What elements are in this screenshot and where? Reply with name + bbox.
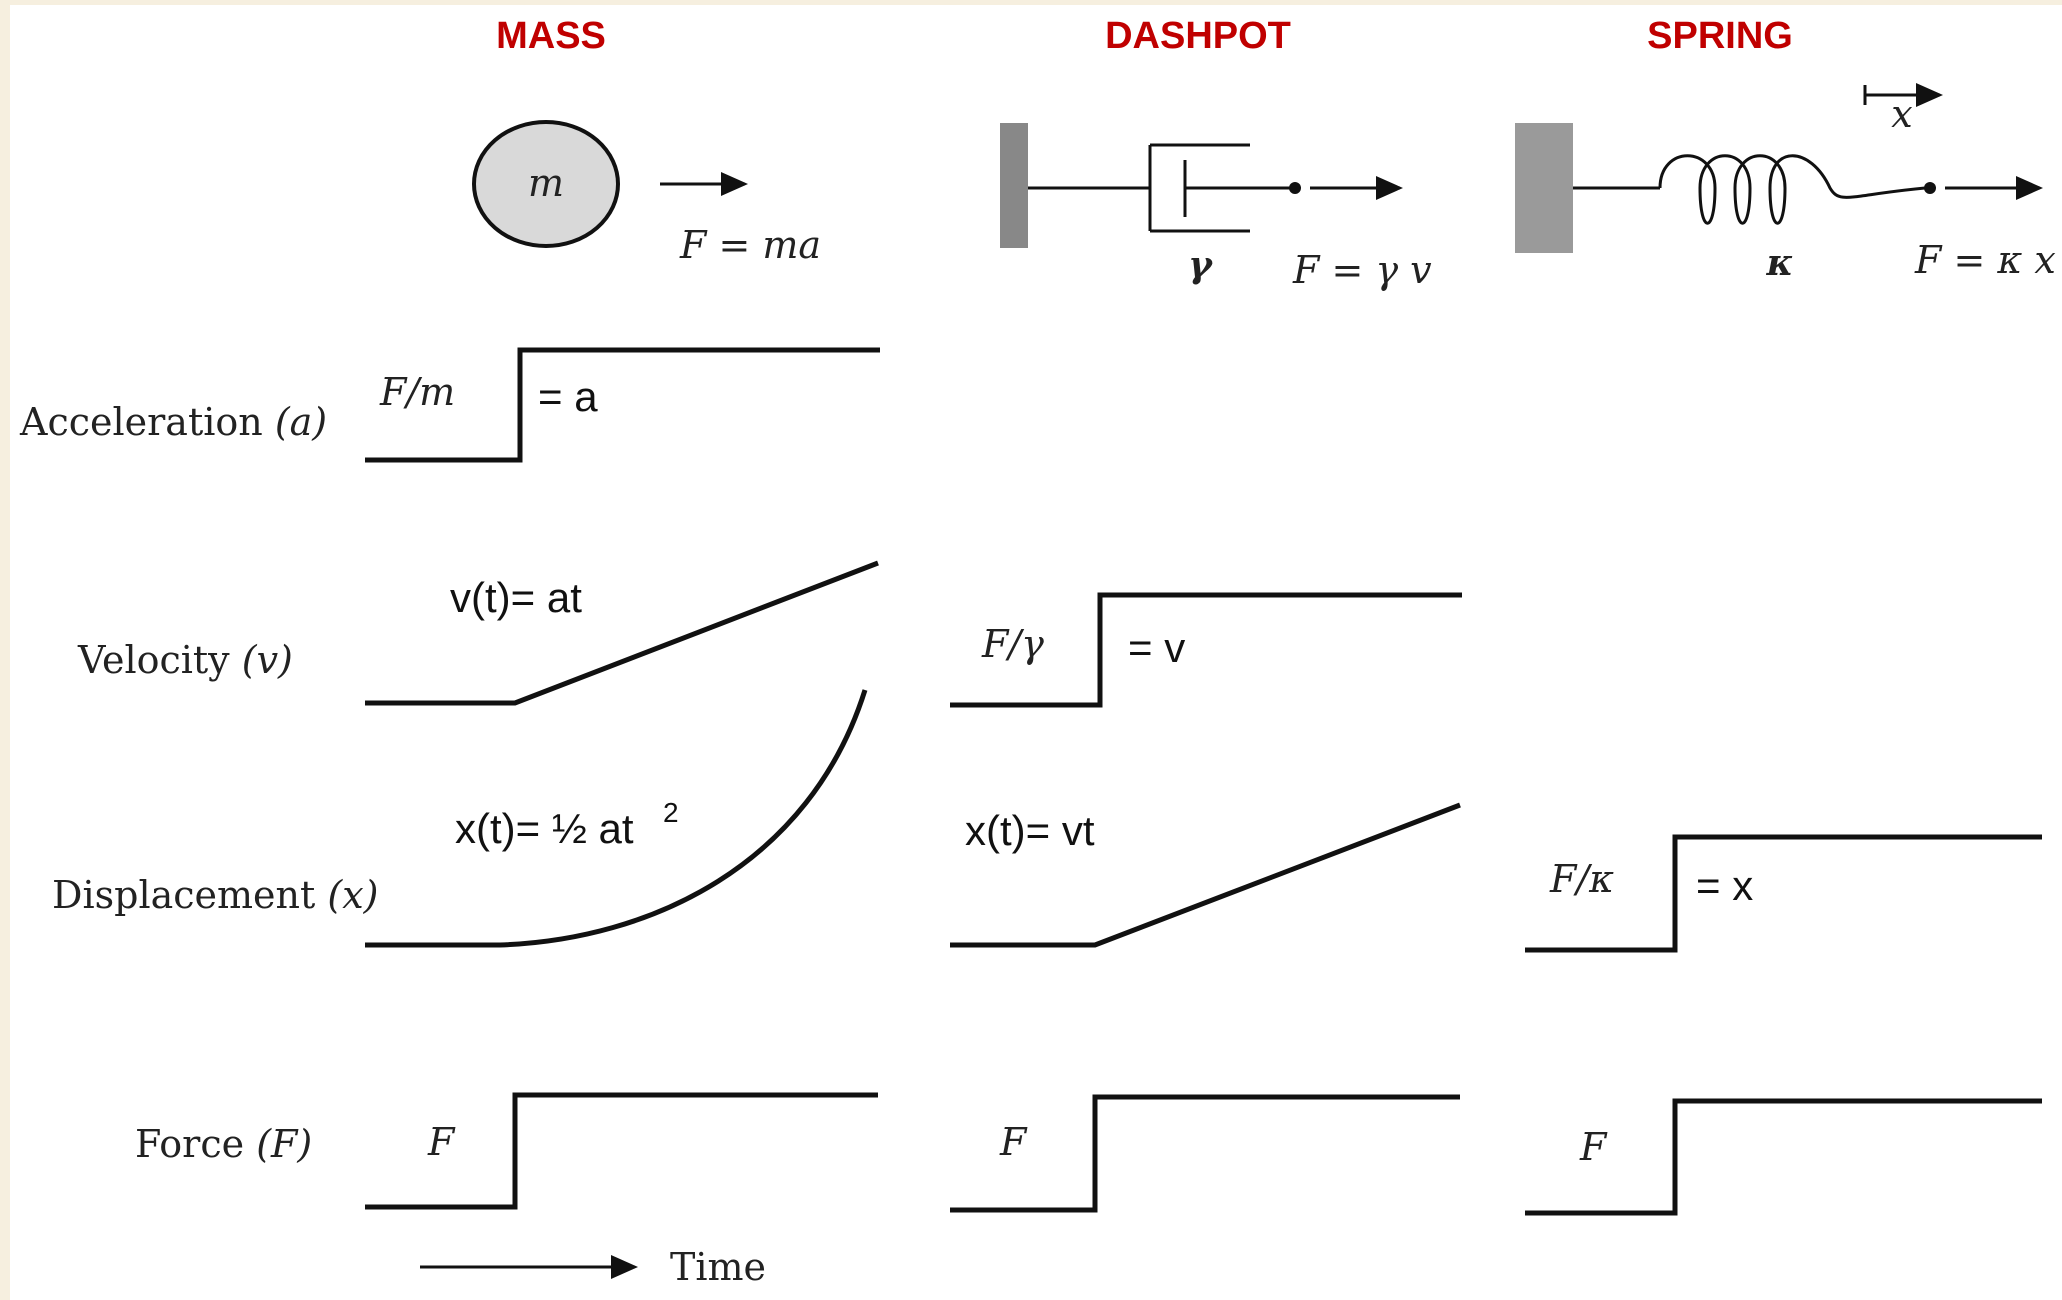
- spring-disp-symbol: x: [1891, 92, 1912, 136]
- mass-disp-equation: x(t)= ½ at: [455, 805, 634, 852]
- mass-symbol: m: [528, 161, 564, 205]
- mass-force-step: [365, 1092, 878, 1210]
- spring-disp-level-label: F/κ: [1549, 857, 1614, 901]
- spring-element: x κ F = κ x: [1515, 83, 2056, 284]
- row-label-velocity: Velocity (v): [77, 638, 293, 682]
- mass-acceleration-step: [365, 347, 880, 463]
- dashpot-velocity-step: [950, 592, 1462, 708]
- header-spring: SPRING: [1647, 15, 1793, 57]
- mass-law: F = ma: [679, 223, 821, 267]
- dashpot-force-level-label: F: [999, 1120, 1028, 1164]
- dashpot-vel-level-label: F/γ: [981, 622, 1044, 666]
- mass-acc-equation: = a: [538, 373, 598, 420]
- response-diagram: MASS DASHPOT SPRING m F = ma γ F = γ v x…: [19, 15, 2056, 1289]
- spring-displacement-step: [1525, 834, 2042, 953]
- row-label-acceleration: Acceleration (a): [19, 400, 327, 444]
- dashpot-law: F = γ v: [1292, 248, 1432, 292]
- dashpot-force-step: [950, 1094, 1460, 1213]
- row-label-force: Force (F): [135, 1122, 312, 1166]
- spring-symbol: κ: [1766, 242, 1794, 284]
- mass-acc-level-label: F/m: [379, 370, 455, 414]
- row-label-displacement: Displacement (x): [52, 873, 378, 917]
- mass-disp-exponent: 2: [663, 797, 679, 828]
- spring-force-level-label: F: [1579, 1125, 1608, 1169]
- dashpot-node: [1289, 182, 1301, 194]
- mass-vel-equation: v(t)= at: [450, 574, 582, 621]
- dashpot-element: γ F = γ v: [1000, 123, 1432, 292]
- mass-ball: [472, 120, 620, 248]
- spring-coil: [1658, 154, 1926, 225]
- mass-force-level-label: F: [427, 1120, 456, 1164]
- header-mass: MASS: [496, 15, 606, 57]
- dashpot-vel-equation: = v: [1128, 624, 1185, 671]
- header-dashpot: DASHPOT: [1105, 15, 1291, 57]
- dashpot-disp-equation: x(t)= vt: [965, 807, 1095, 854]
- spring-disp-equation: = x: [1696, 862, 1753, 909]
- dashpot-symbol: γ: [1188, 244, 1214, 286]
- diagram-canvas: MASS DASHPOT SPRING m F = ma γ F = γ v x…: [10, 5, 2062, 1300]
- mass-element: m F = ma: [472, 120, 821, 267]
- mass-velocity-ramp: [365, 560, 879, 706]
- spring-node: [1924, 182, 1936, 194]
- spring-force-step: [1525, 1098, 2042, 1216]
- dashpot-displacement-ramp: [950, 802, 1461, 948]
- time-axis-label: Time: [670, 1245, 766, 1289]
- mass-displacement-parabola: [365, 689, 868, 948]
- spring-wall: [1515, 123, 1573, 253]
- dashpot-wall: [1000, 123, 1028, 248]
- spring-law: F = κ x: [1914, 238, 2056, 282]
